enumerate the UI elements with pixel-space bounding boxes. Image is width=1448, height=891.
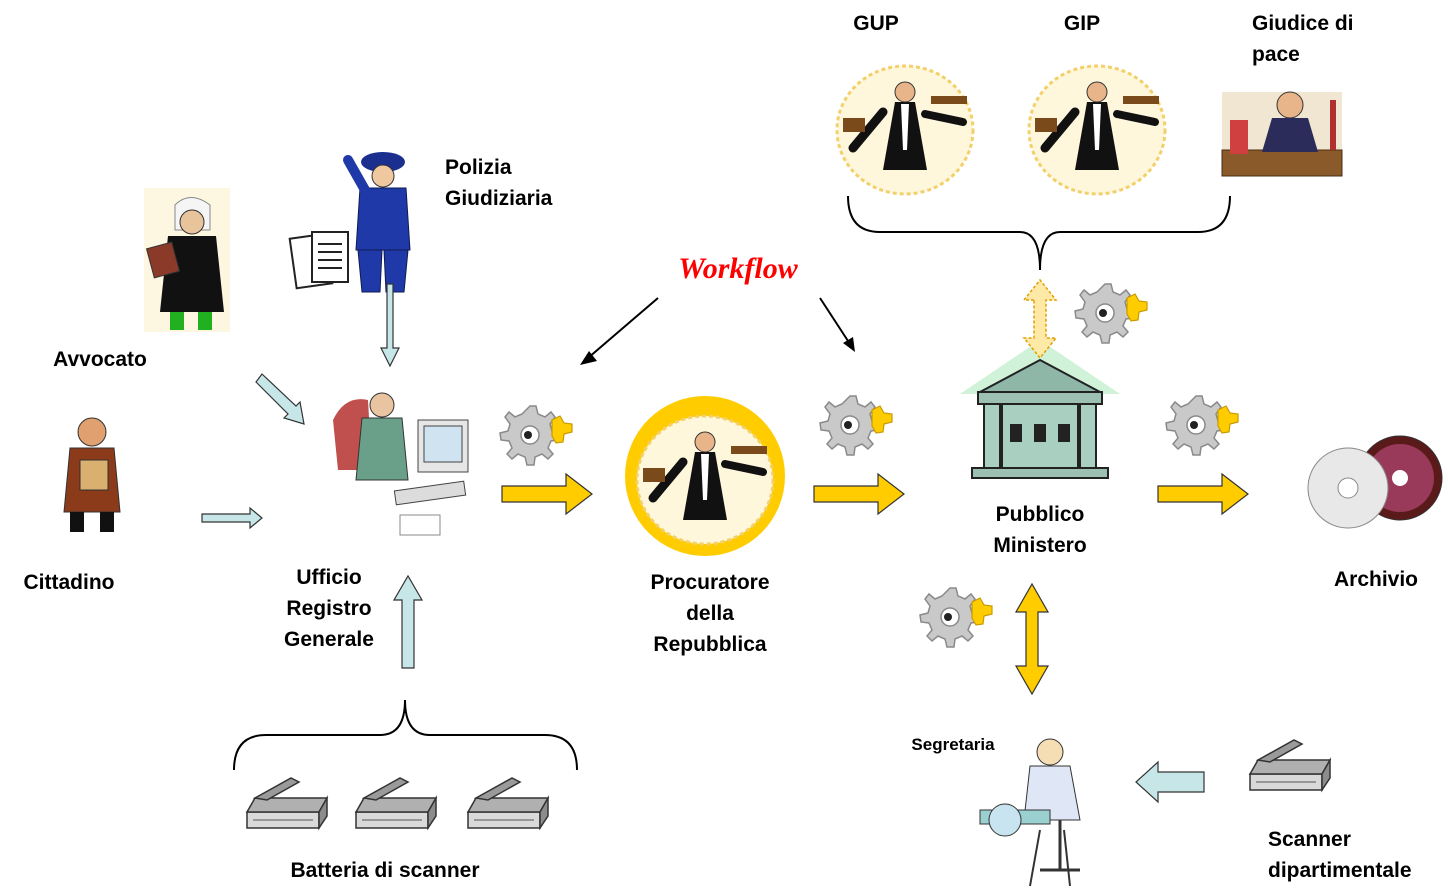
procuratore-label: Procuratore della Repubblica <box>650 571 770 656</box>
arrow-avvocato <box>255 373 305 425</box>
arrow-cittadino <box>201 506 263 530</box>
gip-judge-icon <box>1029 66 1165 194</box>
archivio-label: Archivio <box>1333 568 1419 591</box>
arrow-scanners <box>392 574 424 669</box>
scanner-dipartimentale-label: Scanner dipartimentale <box>1268 828 1412 882</box>
arrow-polizia <box>380 283 400 368</box>
gup-judge-icon <box>837 66 973 194</box>
scanner-dipartimentale-icon <box>1249 739 1331 791</box>
gear-icon <box>819 395 893 456</box>
secretary-icon <box>979 738 1081 887</box>
arrow-scanner-dipartimentale <box>1135 760 1205 804</box>
gear-icon <box>919 587 993 648</box>
arrow-procuratore-to-pm <box>813 472 905 516</box>
gear-icon <box>499 405 573 466</box>
cd-icon <box>1307 435 1443 529</box>
ufficio-label: Ufficio Registro Generale <box>284 566 374 651</box>
citizen-icon <box>63 417 121 532</box>
scanner-icon-3 <box>467 777 549 829</box>
police-icon <box>343 152 411 293</box>
cittadino-label: Cittadino <box>23 571 115 594</box>
scanner-icon-2 <box>355 777 437 829</box>
gup-label: GUP <box>853 12 899 35</box>
gear-icon <box>1074 283 1148 344</box>
giudice-di-pace-label: Giudice di pace <box>1252 12 1354 66</box>
arrow-ufficio-to-procuratore <box>501 472 593 516</box>
arrow-pm-judges <box>1022 278 1058 360</box>
gip-label: GIP <box>1063 12 1101 35</box>
clerk-icon <box>333 392 469 536</box>
procuratore-icon <box>625 396 785 556</box>
avvocato-label: Avvocato <box>53 348 147 371</box>
polizia-label: Polizia Giudiziaria <box>445 156 553 210</box>
arrow-pm-to-archivio <box>1157 472 1249 516</box>
arrow-pm-segretaria <box>1014 582 1050 696</box>
judges-brace <box>847 195 1231 271</box>
workflow-pointer-left <box>587 297 659 359</box>
workflow-label: Workflow <box>678 252 798 285</box>
segretaria-label: Segretaria <box>911 735 995 754</box>
lawyer-icon <box>144 188 230 332</box>
gear-icon <box>1165 395 1239 456</box>
batteria-label: Batteria di scanner <box>290 859 480 882</box>
scanners-brace <box>233 699 578 771</box>
workflow-pointer-right <box>819 297 851 345</box>
documents-icon <box>288 231 349 290</box>
pubblico-ministero-label: Pubblico Ministero <box>993 503 1087 557</box>
scanner-icon-1 <box>246 777 328 829</box>
building-icon <box>960 340 1120 479</box>
giudice-di-pace-icon <box>1221 91 1343 177</box>
